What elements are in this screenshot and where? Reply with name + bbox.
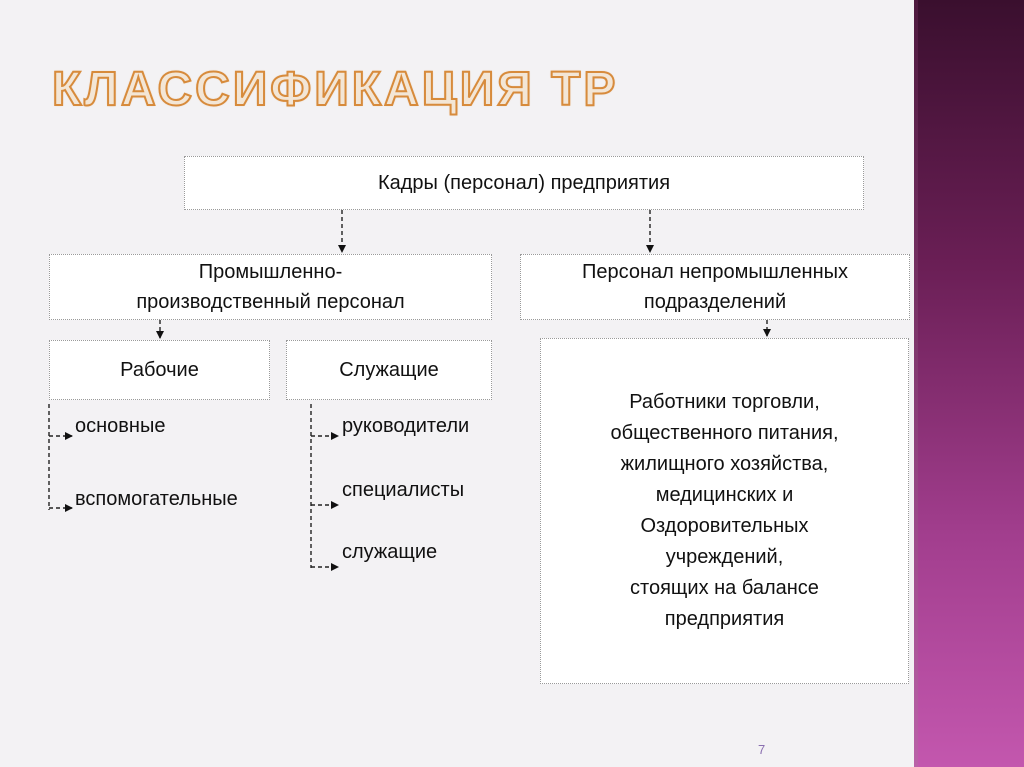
slide-title: КЛАССИФИКАЦИЯ ТР	[51, 62, 619, 117]
page-number: 7	[758, 742, 766, 757]
employees-type-specialists: специалисты	[342, 479, 465, 501]
decorative-side-band	[914, 0, 1024, 767]
node-nonindustrial-label: Персонал непромышленных подразделений	[581, 261, 849, 313]
employees-type-clerks: служащие	[342, 541, 438, 563]
node-industrial-label: Промышленно- производственный персонал	[136, 261, 405, 313]
node-workers-label: Рабочие	[120, 359, 199, 381]
side-band-edge	[914, 0, 918, 767]
workers-type-main: основные	[75, 415, 166, 437]
node-industrial: Промышленно- производственный персонал	[49, 254, 492, 320]
node-nonindustrial: Персонал непромышленных подразделений	[520, 254, 910, 320]
employees-type-managers: руководители	[342, 415, 470, 437]
node-nonindustrial-detail: Работники торговли, общественного питани…	[540, 338, 909, 684]
workers-type-auxiliary: вспомогательные	[75, 488, 238, 510]
node-workers: Рабочие	[49, 340, 270, 400]
node-root: Кадры (персонал) предприятия	[184, 156, 864, 210]
node-root-label: Кадры (персонал) предприятия	[377, 172, 671, 194]
node-employees-label: Служащие	[339, 359, 439, 381]
node-employees: Служащие	[286, 340, 492, 400]
connector-lines	[48, 210, 771, 571]
node-nonindustrial-detail-label: Работники торговли, общественного питани…	[610, 391, 839, 630]
